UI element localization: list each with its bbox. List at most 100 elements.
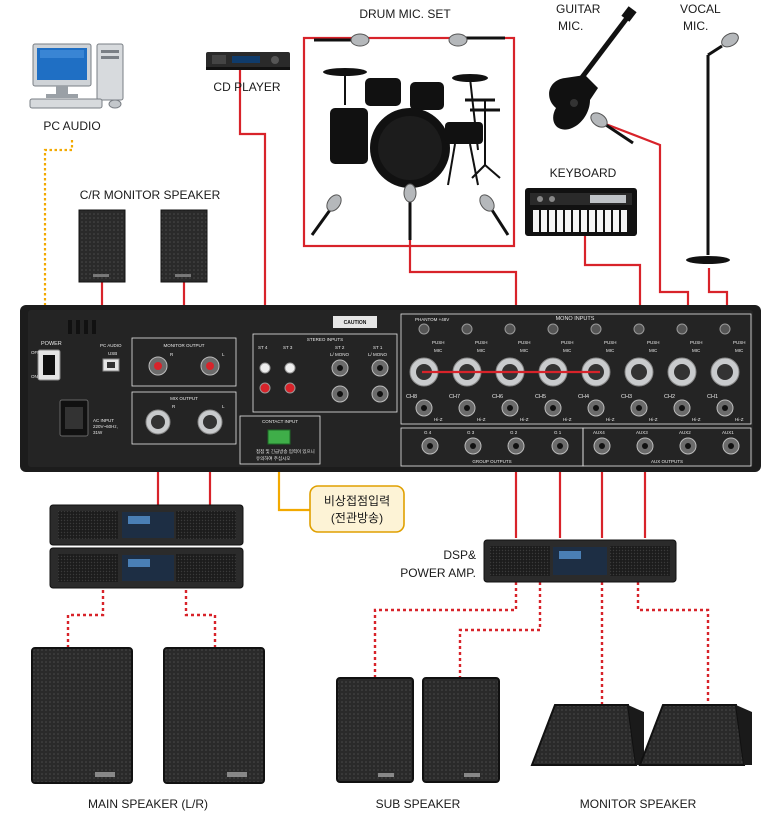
push-label: PUSH (647, 340, 660, 345)
cr-speaker-right (160, 209, 208, 283)
aux-label: AUX4 (593, 430, 605, 435)
channel-label: CH5 (535, 394, 546, 400)
hi-z-label: Hi-Z (649, 417, 658, 422)
group-label: G 3 (467, 430, 475, 435)
mixer-vents (68, 320, 96, 334)
phantom-switch[interactable] (633, 323, 645, 335)
group-output-4: G 4 (421, 430, 439, 455)
mixer-contact-input-label: CONTACT INPUT (262, 419, 298, 424)
mixer-monitor-output-label: MONITOR OUTPUT (164, 343, 205, 348)
label-vocal-line2: MIC. (683, 19, 708, 33)
st4-label: ST 4 (258, 345, 268, 350)
main-power-amp (49, 504, 244, 589)
st3-rca-l[interactable] (284, 362, 296, 374)
mic-label: MIC (649, 348, 658, 353)
aux-label: AUX1 (722, 430, 734, 435)
monitor-wedge-left (530, 704, 644, 766)
contact-input-box (239, 415, 321, 465)
contact-terminal[interactable] (267, 429, 291, 445)
channel-label: CH2 (664, 394, 675, 400)
sub-speaker-right (422, 677, 500, 783)
mixer-off-label: OFF (31, 350, 40, 355)
push-label: PUSH (733, 340, 746, 345)
mono-inputs-box (400, 313, 752, 425)
push-label: PUSH (475, 340, 488, 345)
phantom-switch[interactable] (504, 323, 516, 335)
mono-channel-strip: PUSHMICCH8Hi-ZPUSHMICCH7Hi-ZPUSHMICCH6Hi… (406, 323, 746, 422)
mix-output-box (131, 391, 237, 445)
cd-player (206, 52, 290, 70)
emergency-line1: 비상접점입력 (324, 494, 390, 508)
aux-outputs-box (582, 427, 752, 467)
st3-rca-r[interactable] (284, 382, 296, 394)
st4-rca-r[interactable] (259, 382, 271, 394)
group-label: G 1 (554, 430, 562, 435)
group-label: G 4 (424, 430, 432, 435)
phantom-switch[interactable] (590, 323, 602, 335)
phantom-switch[interactable] (418, 323, 430, 335)
phantom-switch[interactable] (547, 323, 559, 335)
pc-computer (29, 43, 124, 109)
mixer-group-outputs-label: GROUP OUTPUTS (472, 459, 511, 464)
hi-z-label: Hi-Z (477, 417, 486, 422)
mixer-phantom-label: PHANTOM +48V (415, 317, 449, 322)
group-output-1: G 1 (551, 430, 569, 455)
aux-output-2: AUX2 (679, 430, 697, 455)
mic-label: MIC (563, 348, 572, 353)
channel-label: CH1 (707, 394, 718, 400)
monitor-output-box (131, 337, 237, 387)
mic-label: MIC (606, 348, 615, 353)
contact-note-1: 접점 및 긴급방송 입력이 있으니 (256, 448, 315, 455)
mixer-ac-input-3: 31W (93, 430, 103, 435)
label-keyboard: KEYBOARD (550, 166, 617, 180)
cable-amp-main-r (184, 590, 217, 650)
label-pc-audio: PC AUDIO (43, 119, 100, 133)
mic-label: MIC (477, 348, 486, 353)
phantom-switch[interactable] (719, 323, 731, 335)
main-speaker-right (163, 647, 265, 784)
cable-cd-to-st4 (238, 68, 267, 368)
st1-mono-label: L/ MONO (368, 352, 388, 357)
channel-label: CH7 (449, 394, 460, 400)
pc-cable (43, 140, 112, 362)
cable-amp-sub-2 (458, 582, 542, 678)
mic-label: MIC (692, 348, 701, 353)
monitor-r-label: R (170, 352, 174, 357)
st1-label: ST 1 (373, 345, 383, 350)
contact-note-2: 유의하여 주십시오 (256, 455, 290, 462)
st2-mono-label: L/ MONO (330, 352, 350, 357)
label-dsp-line1: DSP& (443, 548, 476, 562)
group-output-3: G 3 (464, 430, 482, 455)
mix-l-label: L (222, 404, 225, 409)
phantom-switch[interactable] (676, 323, 688, 335)
hi-z-label: Hi-Z (606, 417, 615, 422)
phantom-switch[interactable] (461, 323, 473, 335)
mixer-on-label: ON (31, 374, 38, 379)
channel-label: CH8 (406, 394, 417, 400)
cable-amp-main-l (66, 590, 105, 650)
group-label: G 2 (510, 430, 518, 435)
dsp-power-amp (483, 539, 677, 583)
st4-rca-l[interactable] (259, 362, 271, 374)
sub-speaker-left (336, 677, 414, 783)
guitar-mic (590, 112, 634, 145)
mixer-mono-inputs-label: MONO INPUTS (556, 316, 595, 322)
hi-z-label: Hi-Z (520, 417, 529, 422)
hi-z-label: Hi-Z (563, 417, 572, 422)
monitor-wedge-right (638, 704, 752, 766)
push-label: PUSH (432, 340, 445, 345)
drum-mic-top-left (314, 33, 370, 47)
label-main-speaker: MAIN SPEAKER (L/R) (88, 797, 208, 811)
drum-mics (310, 33, 510, 240)
drum-mic-bottom-center (403, 183, 417, 240)
label-guitar-line1: GUITAR (556, 2, 601, 16)
push-label: PUSH (518, 340, 531, 345)
guitar (549, 6, 637, 130)
channel-label: CH4 (578, 394, 589, 400)
mixer-mix-output-label: MIX OUTPUT (170, 396, 198, 401)
stereo-inputs-box (252, 333, 398, 413)
